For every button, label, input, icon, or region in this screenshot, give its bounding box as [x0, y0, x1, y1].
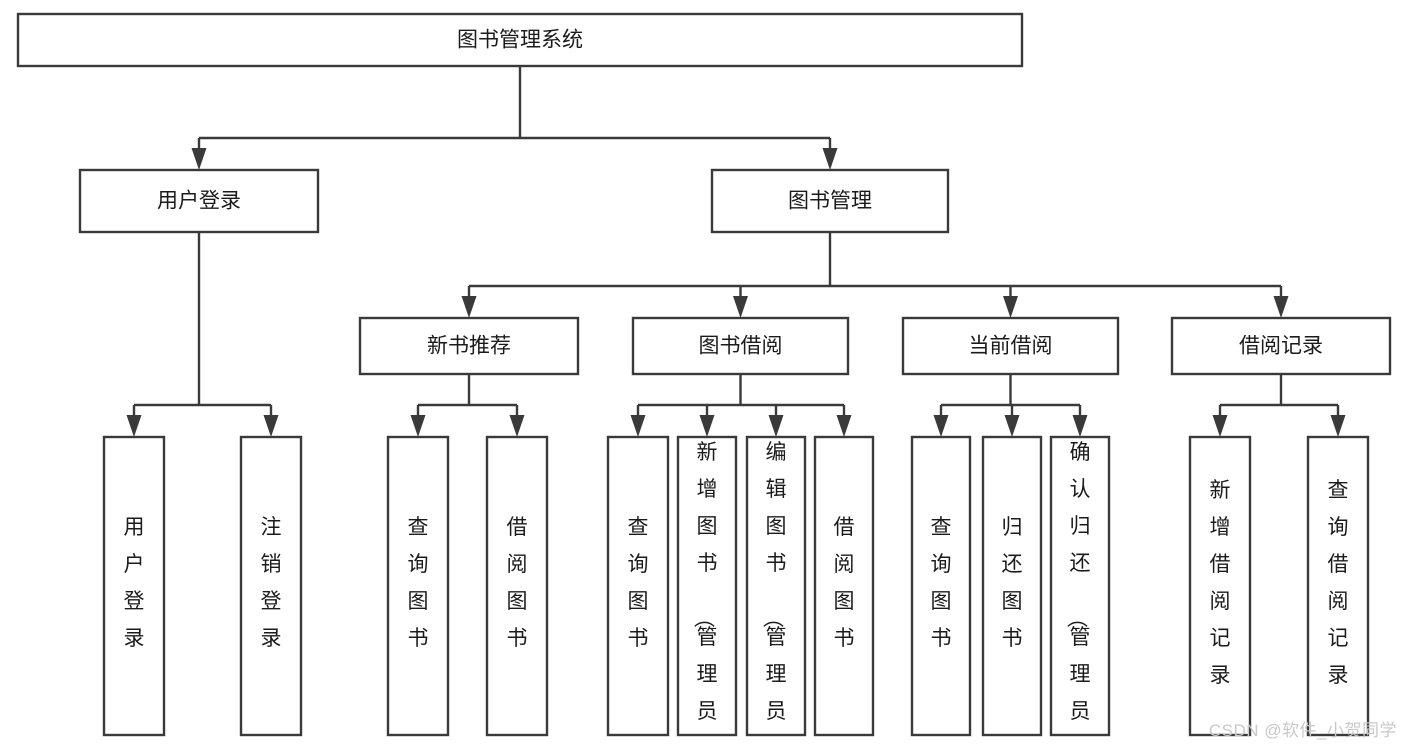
watermark-label: CSDN @软件_小贺同学: [1208, 721, 1397, 740]
arrow-head-icon: [1330, 415, 1346, 437]
node-box-current-borrow[interactable]: [901, 316, 1120, 376]
node-leaf-query-book-1[interactable]: 查询图书: [386, 435, 450, 737]
node-label-leaf-logout: 注销登录: [261, 516, 282, 650]
node-box-leaf-user-login[interactable]: [102, 435, 166, 737]
node-box-leaf-query-book-1[interactable]: [386, 435, 450, 737]
node-book-borrow[interactable]: 图书借阅: [631, 316, 850, 376]
arrow-head-icon: [410, 415, 426, 437]
node-label-leaf-confirm-return: 确认归还（管理员）: [1065, 441, 1091, 747]
node-user-login[interactable]: 用户登录: [78, 168, 320, 234]
arrow-head-icon: [1004, 415, 1020, 437]
node-box-leaf-logout[interactable]: [239, 435, 303, 737]
node-label-leaf-borrow-book-2: 借阅图书: [834, 516, 855, 650]
node-current-borrow[interactable]: 当前借阅: [901, 316, 1120, 376]
node-leaf-query-book-3[interactable]: 查询图书: [910, 435, 972, 737]
arrow-head-icon: [1273, 296, 1289, 318]
arrow-head-icon: [1072, 415, 1088, 437]
node-leaf-return-book[interactable]: 归还图书: [981, 435, 1043, 737]
node-leaf-query-record[interactable]: 查询借阅记录: [1306, 435, 1370, 737]
node-box-leaf-confirm-return[interactable]: [1049, 435, 1111, 737]
node-box-leaf-add-record[interactable]: [1188, 435, 1252, 737]
node-label-leaf-add-book: 新增图书（管理员）: [692, 441, 718, 747]
node-label-leaf-query-book-2: 查询图书: [628, 516, 649, 650]
arrow-head-icon: [1003, 296, 1018, 318]
arrow-head-icon: [1212, 415, 1228, 437]
node-box-leaf-query-book-2[interactable]: [606, 435, 670, 737]
connector-group-new-book-recommend: [410, 374, 525, 437]
arrow-head-icon: [933, 415, 949, 437]
connector-group-borrow-record: [1212, 374, 1346, 437]
arrow-head-icon: [509, 415, 525, 437]
node-leaf-edit-book[interactable]: 编辑图书（管理员）: [745, 435, 807, 747]
node-label-borrow-record: 借阅记录: [1239, 335, 1323, 358]
node-box-root[interactable]: [16, 12, 1024, 68]
node-box-leaf-borrow-book-1[interactable]: [485, 435, 549, 737]
node-box-borrow-record[interactable]: [1170, 316, 1392, 376]
node-label-leaf-query-record: 查询借阅记录: [1328, 479, 1349, 687]
connector-group-user-login: [126, 232, 279, 437]
arrow-head-icon: [126, 415, 142, 437]
node-label-leaf-query-book-3: 查询图书: [931, 516, 952, 650]
connector-group-root: [191, 66, 838, 170]
arrow-head-icon: [699, 415, 715, 437]
connector-group-current-borrow: [933, 374, 1088, 437]
node-book-manage[interactable]: 图书管理: [710, 168, 950, 234]
node-borrow-record[interactable]: 借阅记录: [1170, 316, 1392, 376]
node-leaf-confirm-return[interactable]: 确认归还（管理员）: [1049, 435, 1111, 747]
node-box-leaf-query-book-3[interactable]: [910, 435, 972, 737]
node-box-user-login[interactable]: [78, 168, 320, 234]
node-box-book-borrow[interactable]: [631, 316, 850, 376]
arrow-head-icon: [263, 415, 279, 437]
node-box-leaf-query-record[interactable]: [1306, 435, 1370, 737]
node-new-book-recommend[interactable]: 新书推荐: [358, 316, 580, 376]
node-label-new-book-recommend: 新书推荐: [427, 335, 511, 358]
node-leaf-borrow-book-2[interactable]: 借阅图书: [813, 435, 875, 737]
node-label-root: 图书管理系统: [457, 29, 583, 52]
node-leaf-query-book-2[interactable]: 查询图书: [606, 435, 670, 737]
arrow-head-icon: [733, 296, 748, 318]
node-box-leaf-return-book[interactable]: [981, 435, 1043, 737]
connector-group-book-borrow: [630, 374, 852, 437]
node-label-leaf-query-book-1: 查询图书: [408, 516, 429, 650]
node-label-user-login: 用户登录: [157, 190, 241, 213]
node-leaf-add-book[interactable]: 新增图书（管理员）: [676, 435, 738, 747]
node-label-book-manage: 图书管理: [788, 190, 872, 213]
node-label-current-borrow: 当前借阅: [969, 335, 1053, 358]
node-leaf-logout[interactable]: 注销登录: [239, 435, 303, 737]
node-box-leaf-edit-book[interactable]: [745, 435, 807, 737]
node-label-leaf-edit-book: 编辑图书（管理员）: [761, 441, 787, 747]
node-label-leaf-add-record: 新增借阅记录: [1210, 479, 1231, 687]
nodes-layer: 图书管理系统用户登录图书管理新书推荐图书借阅当前借阅借阅记录用户登录注销登录查询…: [16, 12, 1392, 747]
node-leaf-add-record[interactable]: 新增借阅记录: [1188, 435, 1252, 737]
node-box-new-book-recommend[interactable]: [358, 316, 580, 376]
node-box-leaf-add-book[interactable]: [676, 435, 738, 737]
arrow-head-icon: [461, 296, 477, 318]
node-root[interactable]: 图书管理系统: [16, 12, 1024, 68]
node-box-book-manage[interactable]: [710, 168, 950, 234]
arrow-head-icon: [836, 415, 852, 437]
node-leaf-borrow-book-1[interactable]: 借阅图书: [485, 435, 549, 737]
arrow-head-icon: [630, 415, 646, 437]
arrow-head-icon: [191, 148, 207, 170]
node-label-book-borrow: 图书借阅: [699, 335, 783, 358]
node-label-leaf-return-book: 归还图书: [1002, 516, 1023, 650]
node-box-leaf-borrow-book-2[interactable]: [813, 435, 875, 737]
connectors-layer: [126, 66, 1346, 437]
arrow-head-icon: [822, 148, 838, 170]
node-label-leaf-borrow-book-1: 借阅图书: [507, 516, 528, 650]
node-label-leaf-user-login: 用户登录: [124, 516, 145, 650]
arrow-head-icon: [768, 415, 784, 437]
node-leaf-user-login[interactable]: 用户登录: [102, 435, 166, 737]
connector-group-book-manage: [461, 232, 1289, 318]
